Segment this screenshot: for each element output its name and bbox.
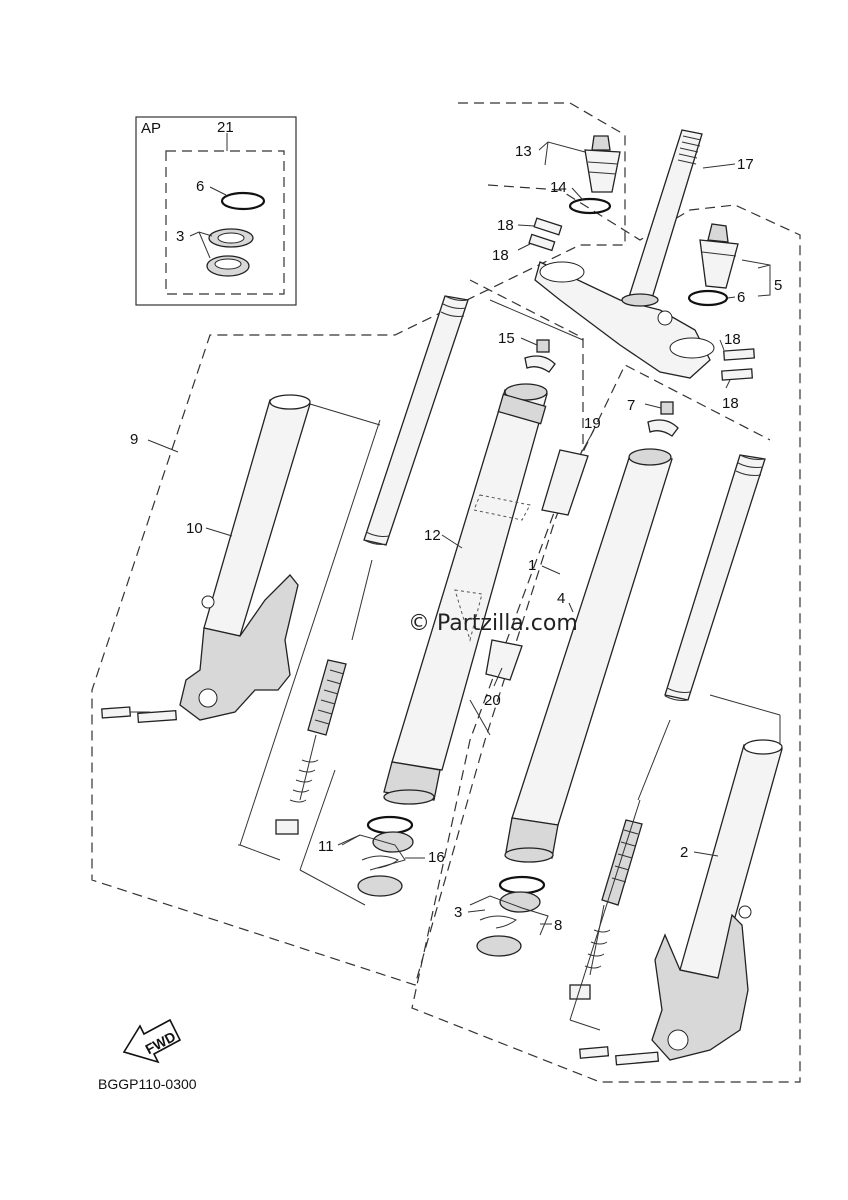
callout-20: 20 (484, 692, 501, 709)
watermark: © Partzilla.com (408, 611, 578, 636)
callout-5: 5 (774, 277, 782, 294)
fork-spring-left (351, 295, 469, 641)
guide-lines (238, 299, 781, 1031)
callout-18-c: 18 (724, 331, 741, 348)
outer-tube-right (651, 739, 783, 1061)
o-ring-right (687, 289, 729, 307)
fork-assembly-right-outline (411, 184, 801, 1083)
callout-18-a: 18 (497, 217, 514, 234)
callout-numbers: 1 2 3 3 4 5 6 6 7 8 9 10 11 12 13 14 15 … (130, 119, 782, 934)
o-ring-left (568, 197, 612, 215)
seal-set-left (341, 815, 414, 897)
inset-ap (135, 116, 297, 306)
inset-title: AP (141, 120, 161, 137)
fork-spring-right (637, 454, 766, 801)
collar-left (524, 339, 556, 373)
callout-10: 10 (186, 520, 203, 537)
seal-set-right (469, 875, 549, 957)
callout-6-inset: 6 (196, 178, 204, 195)
inner-tube-left (383, 383, 548, 805)
callout-8: 8 (554, 917, 562, 934)
upper-bracket (534, 261, 715, 379)
caliper-bolts-left (101, 706, 177, 724)
collar-right (647, 401, 679, 437)
cap-bolt-left (584, 135, 621, 193)
label-sticker-20 (485, 639, 523, 681)
callout-14: 14 (550, 179, 567, 196)
callout-18-b: 18 (492, 247, 509, 264)
callout-13: 13 (515, 143, 532, 160)
callout-6: 6 (737, 289, 745, 306)
inset-o-ring (220, 191, 266, 211)
forward-arrow-icon: FWD (122, 1018, 182, 1064)
callout-1: 1 (528, 557, 536, 574)
caliper-bolts-right (579, 1046, 660, 1066)
cap-bolt-right (699, 223, 739, 289)
damper-rod-right (569, 819, 643, 1000)
steering-stem (621, 129, 703, 307)
callout-3-inset: 3 (176, 228, 184, 245)
pinch-bolts (528, 217, 756, 381)
callout-9: 9 (130, 431, 138, 448)
diagram-code: BGGP110-0300 (98, 1076, 197, 1092)
callout-4: 4 (557, 590, 565, 607)
callout-19: 19 (584, 415, 601, 432)
callout-11: 11 (318, 838, 334, 855)
label-sticker-19 (541, 449, 589, 516)
callout-17: 17 (737, 156, 754, 173)
callout-15: 15 (498, 330, 515, 347)
inner-tube-right (504, 448, 673, 863)
callout-21: 21 (217, 119, 234, 136)
callout-3: 3 (454, 904, 462, 921)
callout-2: 2 (680, 844, 688, 861)
callout-16: 16 (428, 849, 445, 866)
callout-12: 12 (424, 527, 441, 544)
damper-rod-left (239, 419, 381, 861)
callout-18-d: 18 (722, 395, 739, 412)
leader-lines (147, 141, 771, 925)
outer-tube-left (179, 394, 311, 721)
callout-7: 7 (627, 397, 635, 414)
